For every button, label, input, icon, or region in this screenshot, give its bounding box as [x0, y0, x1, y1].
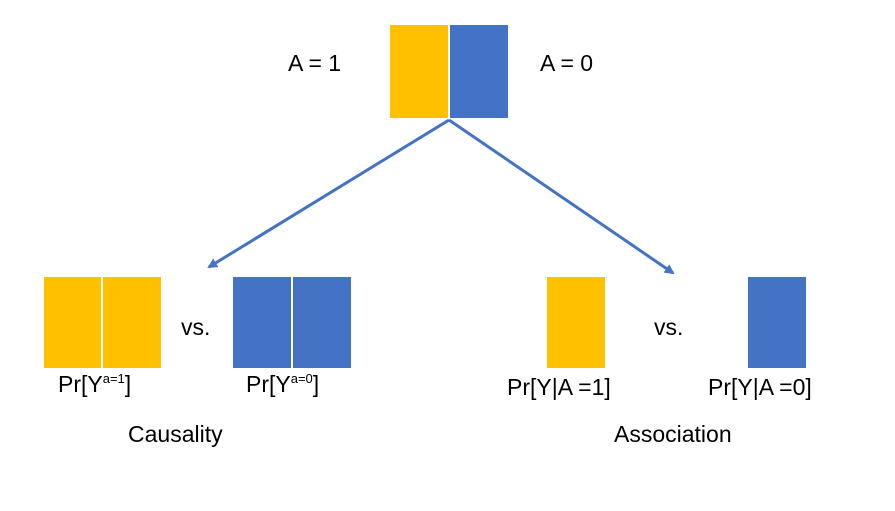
association-untreated-block [748, 277, 806, 368]
association-vs-label: vs. [654, 314, 684, 340]
association-left-caption: Pr[Y|A =1] [507, 374, 611, 400]
association-right-caption: Pr[Y|A =0] [708, 374, 812, 400]
association-treated-block [547, 277, 605, 368]
arrow-to-causality [207, 118, 450, 269]
causality-vs-label: vs. [181, 314, 211, 340]
causality-untreated-block [233, 277, 351, 368]
causality-left-caption: Pr[Ya=1] [58, 371, 132, 397]
label-a-equals-0: A = 0 [540, 50, 594, 76]
arrow-to-association [448, 118, 675, 275]
causality-right-caption: Pr[Ya=0] [246, 371, 320, 397]
association-title: Association [614, 421, 732, 447]
causality-title: Causality [128, 421, 223, 447]
causality-treated-block [44, 277, 161, 368]
label-a-equals-1: A = 1 [288, 50, 342, 76]
treated-half [390, 25, 448, 118]
untreated-half [450, 25, 508, 118]
full-population-block [390, 25, 508, 118]
